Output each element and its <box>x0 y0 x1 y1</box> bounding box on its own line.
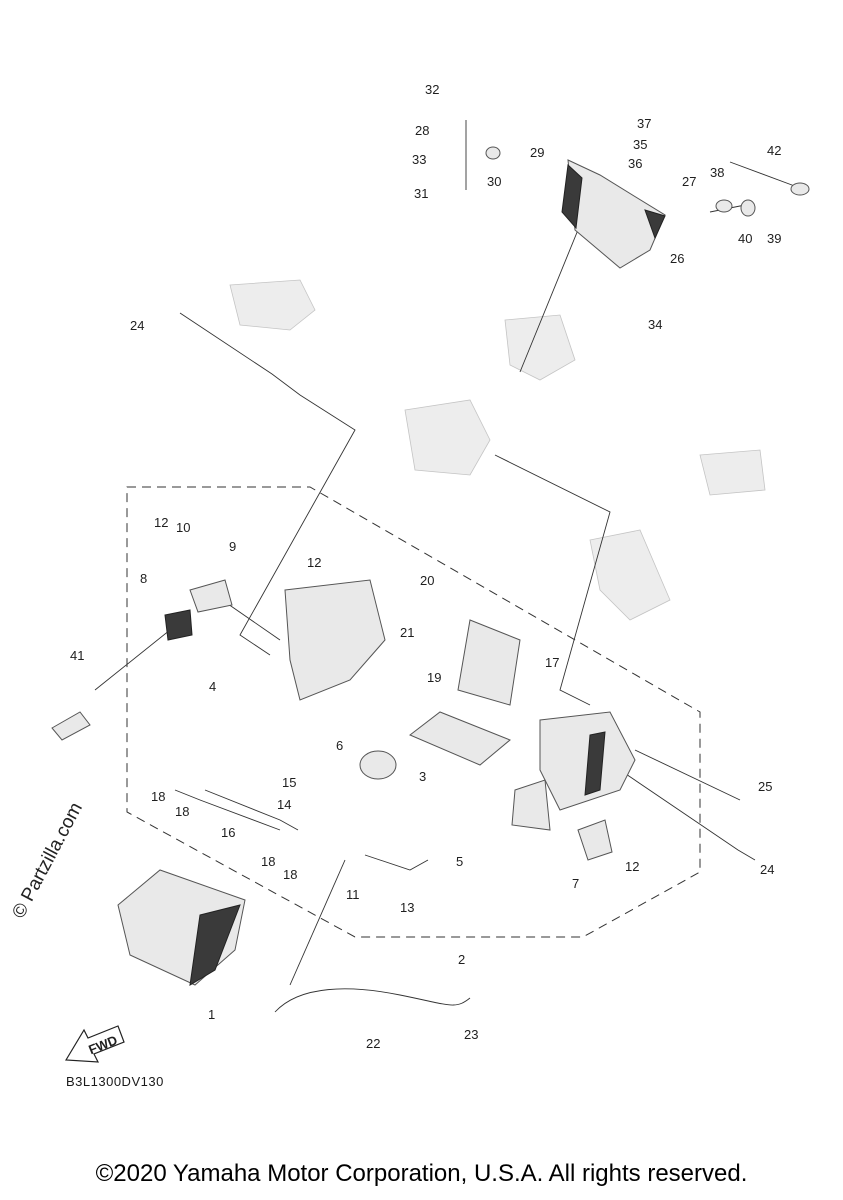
callout: 12 <box>154 515 168 530</box>
callout: 24 <box>760 862 774 877</box>
callout: 31 <box>414 186 428 201</box>
callout: 3 <box>419 769 426 784</box>
lamp-41 <box>51 711 91 741</box>
callout: 27 <box>682 174 696 189</box>
callout: 6 <box>336 738 343 753</box>
diagram-code: B3L1300DV130 <box>66 1074 164 1089</box>
callout: 25 <box>758 779 772 794</box>
callout: 16 <box>221 825 235 840</box>
callout: 36 <box>628 156 642 171</box>
callout: 28 <box>415 123 429 138</box>
ecu-bracket <box>117 869 246 986</box>
callout: 21 <box>400 625 414 640</box>
sensor-8 <box>164 609 193 641</box>
callout: 1 <box>208 1007 215 1022</box>
fwd-arrow: FWD <box>64 1025 125 1063</box>
cowl-26 <box>561 159 666 269</box>
callout: 13 <box>400 900 414 915</box>
assembly-boundary <box>126 486 701 938</box>
callout: 18 <box>261 854 275 869</box>
callout: 9 <box>229 539 236 554</box>
callout-labels: 1 2 3 4 5 6 7 8 9 10 11 12 12 12 12 13 1… <box>70 82 781 1051</box>
side-housing <box>511 711 636 831</box>
leader-lines <box>94 120 801 986</box>
callout: 18 <box>151 789 165 804</box>
callout: 11 <box>346 887 360 902</box>
frame-17 <box>457 619 521 706</box>
callout: 18 <box>175 804 189 819</box>
shroud <box>284 579 386 701</box>
hose-13 <box>364 854 429 871</box>
clamp-9 <box>189 579 233 613</box>
callout: 39 <box>767 231 781 246</box>
callout: 12 <box>625 859 639 874</box>
plate-3 <box>409 711 511 766</box>
callout: 19 <box>427 670 441 685</box>
callout: 29 <box>530 145 544 160</box>
mirror-parts <box>485 146 810 217</box>
callout: 32 <box>425 82 439 97</box>
callout: 10 <box>176 520 190 535</box>
callout: 4 <box>209 679 216 694</box>
callout: 17 <box>545 655 559 670</box>
cover-7 <box>577 819 613 861</box>
callout: 12 <box>307 555 321 570</box>
callout: 23 <box>464 1027 478 1042</box>
callout: 15 <box>282 775 296 790</box>
callout: 38 <box>710 165 724 180</box>
callout: 20 <box>420 573 434 588</box>
callout: 8 <box>140 571 147 586</box>
callout: 42 <box>767 143 781 158</box>
callout: 26 <box>670 251 684 266</box>
callout: 34 <box>648 317 662 332</box>
cap-6 <box>359 750 397 780</box>
hose-16 <box>204 789 299 831</box>
callout: 40 <box>738 231 752 246</box>
callout: 37 <box>637 116 651 131</box>
copyright-notice: ©2020 Yamaha Motor Corporation, U.S.A. A… <box>95 1160 748 1187</box>
cable-22 <box>274 988 471 1013</box>
callout: 18 <box>283 867 297 882</box>
callout: 35 <box>633 137 647 152</box>
callout: 33 <box>412 152 426 167</box>
callout: 2 <box>458 952 465 967</box>
callout: 41 <box>70 648 84 663</box>
callout: 22 <box>366 1036 380 1051</box>
callout: 14 <box>277 797 291 812</box>
callout: 30 <box>487 174 501 189</box>
background-components <box>229 279 766 621</box>
callout: 5 <box>456 854 463 869</box>
callout: 7 <box>572 876 579 891</box>
callout: 24 <box>130 318 144 333</box>
